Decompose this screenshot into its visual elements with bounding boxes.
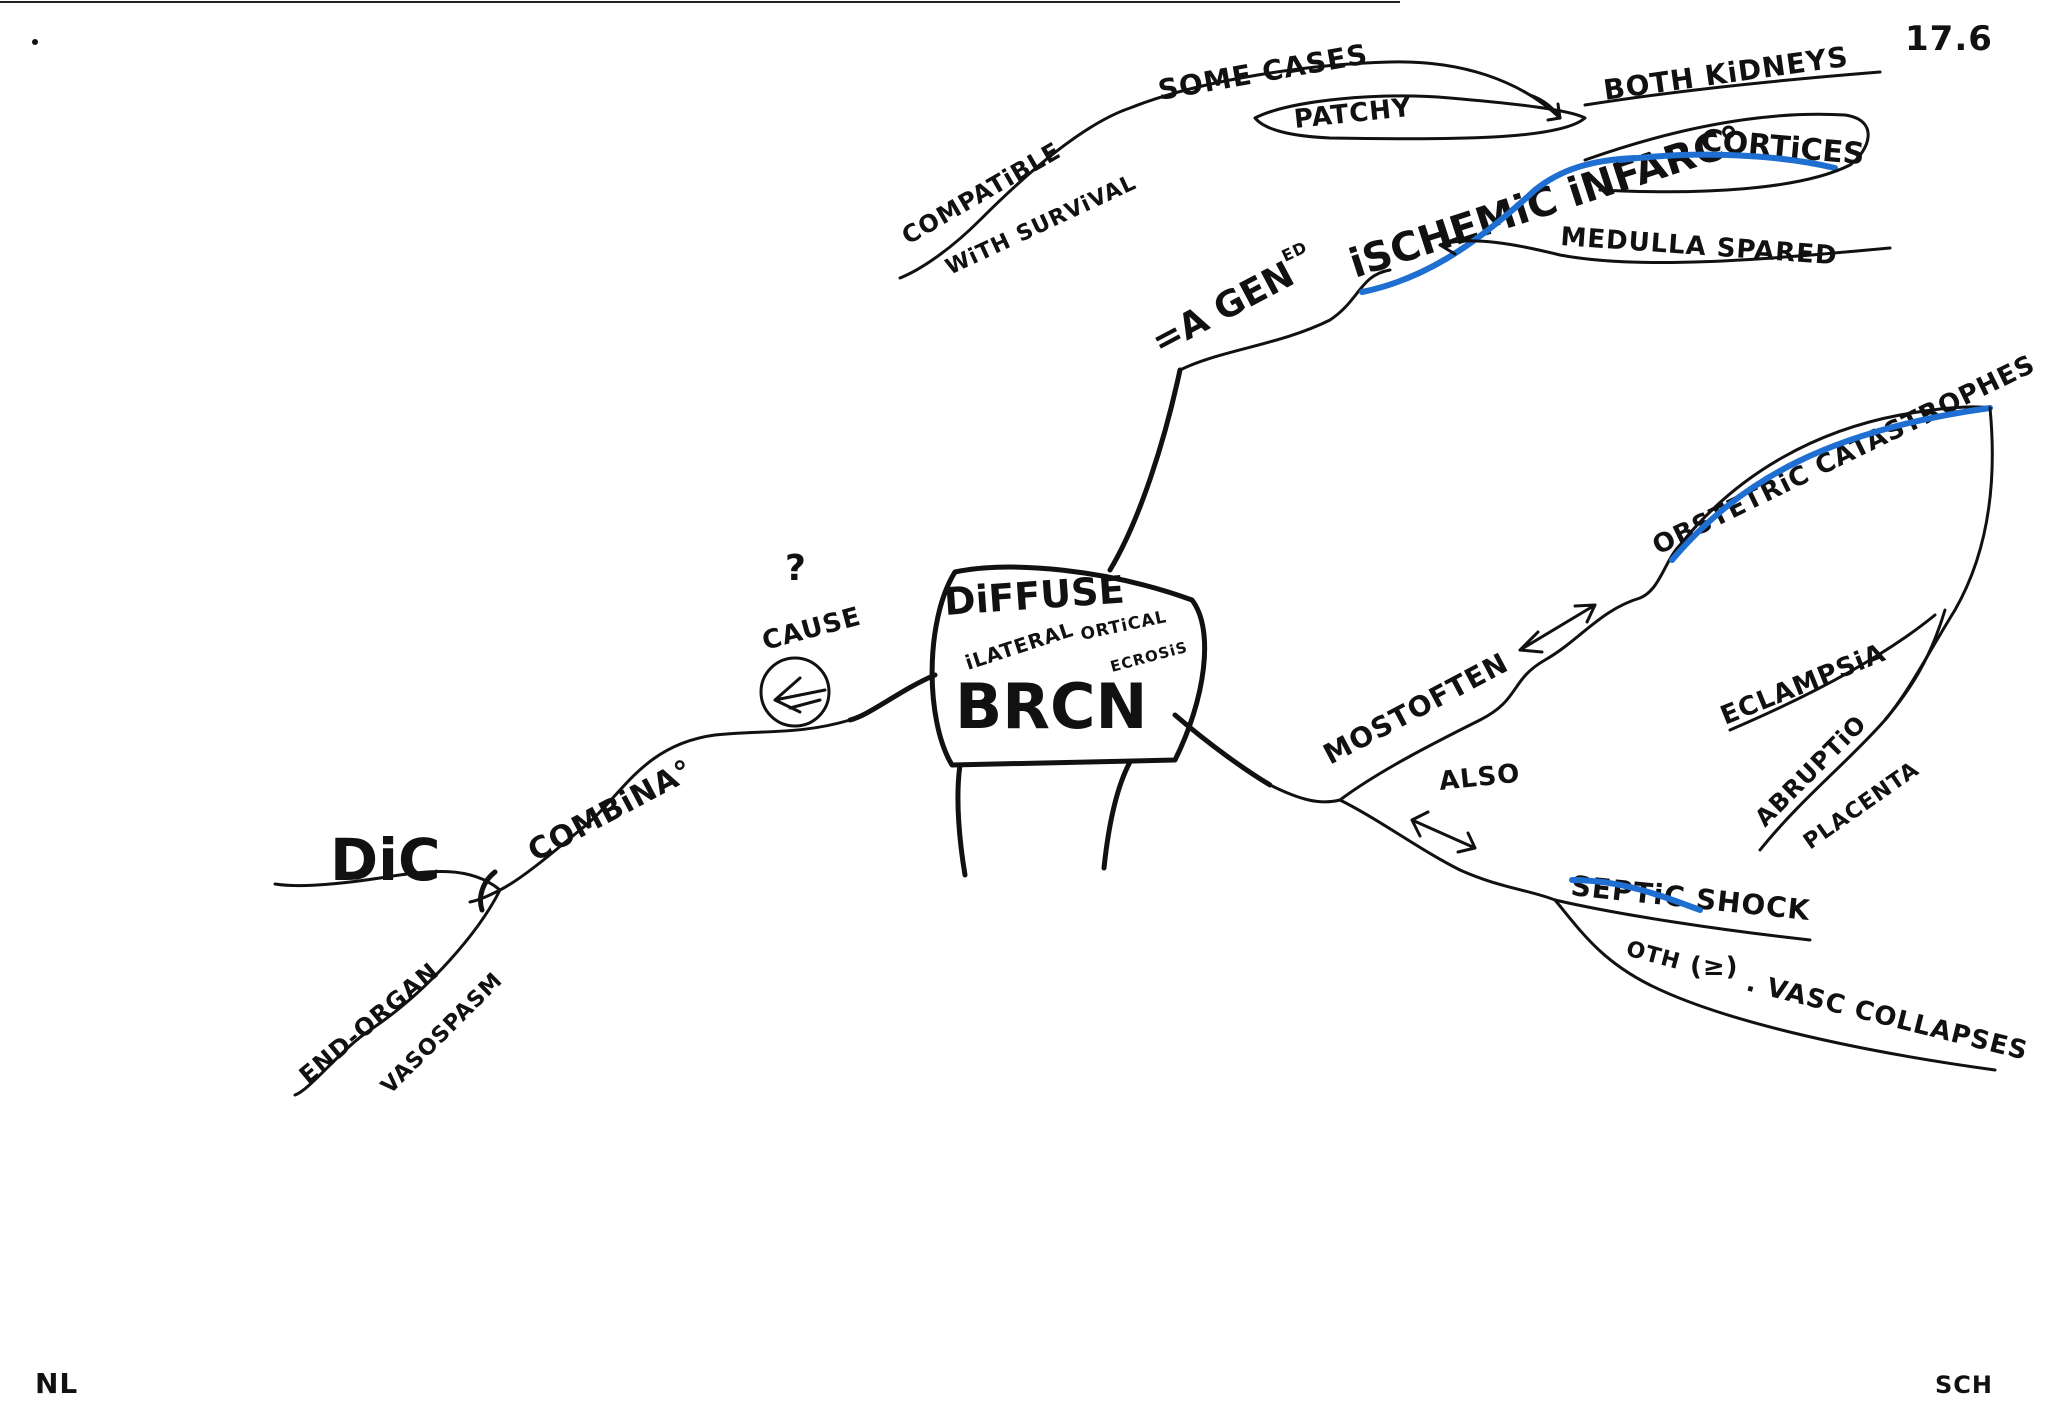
branch-both-kidneys-line [1583,70,1882,107]
obstetric-label: OBSTETRiC CATASTROPHES [1648,349,2040,561]
branch-left-main [498,718,852,892]
also-arrow-icon [1410,810,1477,854]
branch-left-thick [847,672,938,723]
branch-vasospasm-line [293,888,502,1097]
also-label: ALSO [1438,759,1522,797]
branch-right-thick [1172,712,1273,788]
ink-dot [32,39,38,45]
patchy-label: PATCHY [1293,93,1414,135]
some-cases-label: SOME CASES [1155,38,1370,107]
branch-abruptio-line [1758,608,1947,852]
cause-circle [759,656,831,728]
branch-mostoften-line [1338,543,1682,802]
branch-right-main [1268,783,1342,804]
dic-label: DiC [330,826,441,894]
mostoften-arrow-icon [1518,603,1597,654]
oth-label: OTH [1623,937,1683,975]
obstetric-return-curve [1883,406,1994,722]
septic-highlight [1569,877,1703,913]
branch-combina-underline [468,888,502,904]
cause-arrow-icon [773,676,827,714]
obstetric-highlight [1669,405,1993,563]
center-diffuse: DiFFUSE [943,567,1126,623]
branch-medulla-line [1438,239,1892,265]
combina-label: COMBiNA° [522,753,699,869]
septic-shock-label: SEPTiC SHOCK [1569,869,1812,927]
oth-symbol: (≥) [1690,952,1739,982]
branch-some-cases-line [898,60,1562,280]
branch-dic-line [273,870,502,892]
branch-top-main [1178,268,1392,372]
agened-label: =A GEN [1145,254,1301,363]
branch-eclampsia-line [1728,613,1937,732]
corner-right-initials: SCH [1935,1371,1993,1399]
branch-top-thick [1107,367,1183,573]
dic-junction-mark [478,869,498,913]
branch-vasc-line [1553,898,1997,1072]
branch-patchy-loop [1253,94,1587,141]
medulla-spared-label: MEDULLA SPARED [1560,222,1839,271]
center-bilateral: iLATERAL [962,617,1076,675]
cortices-loop [1583,112,1870,194]
both-kidneys-label: BOTH KiDNEYS [1601,40,1850,107]
branch-obstetric-line [1678,405,1992,547]
center-necrosis: ECROSiS [1108,638,1189,676]
corner-left-initials: NL [35,1367,78,1400]
branch-also-line [1338,798,1557,902]
center-brcn: BRCN [955,670,1147,743]
medulla-arrow-icon [1438,236,1460,256]
page-number: 17.6 [1905,19,1993,59]
central-node-stem [955,759,1133,878]
cause-label: CAUSE [759,602,864,657]
central-node-shape [929,564,1208,768]
branch-septic-line [1553,898,1812,942]
cortices-highlight [1617,151,1838,171]
eclampsia-label: ECLAMPSiA [1716,638,1890,731]
ischemic-highlight [1359,155,1638,295]
cause-question-mark: ? [785,548,807,589]
